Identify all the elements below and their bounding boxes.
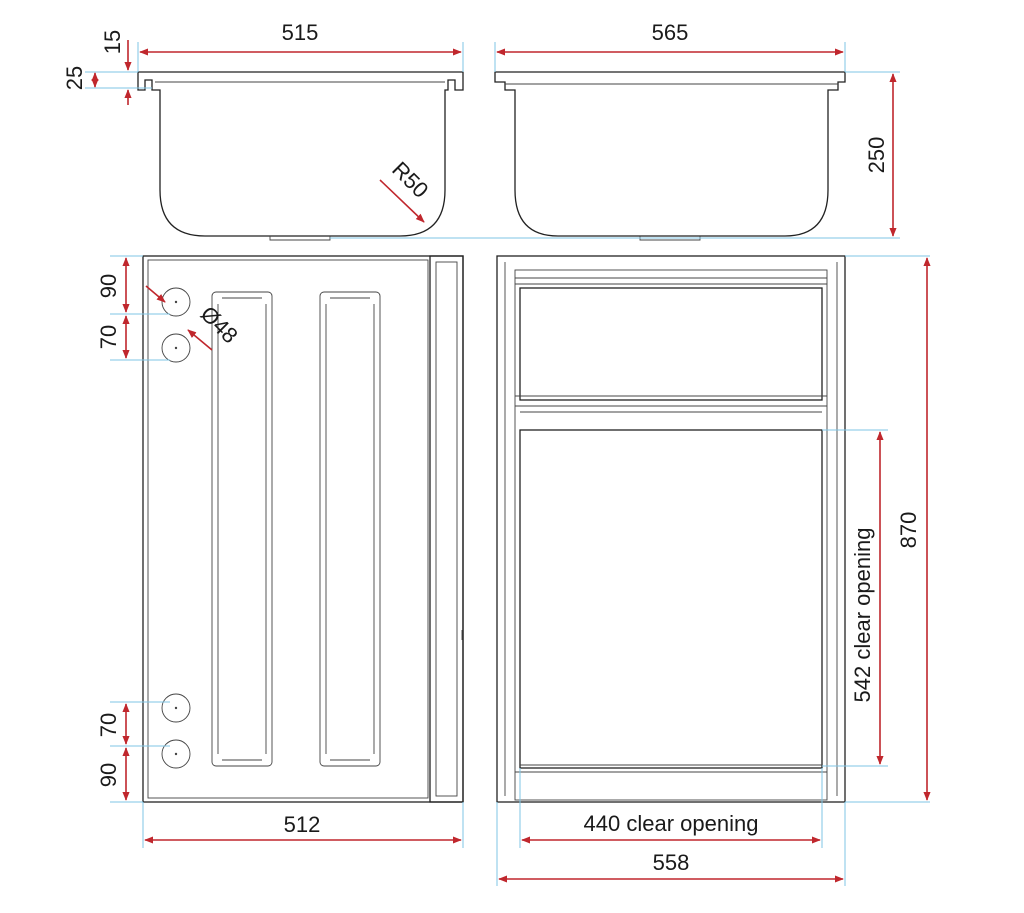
dim-flange-height: 25 (62, 66, 87, 90)
dim-top-width-front: 515 (282, 20, 319, 45)
dim-overall-length: 870 (896, 512, 921, 549)
dim-clear-opening-width: 440 clear opening (584, 811, 759, 836)
tap-hole (161, 693, 191, 723)
tap-hole (161, 333, 191, 363)
front-section-view (137, 71, 464, 241)
tap-hole (161, 287, 191, 317)
dim-top-width-side: 565 (652, 20, 689, 45)
dimension-arrows (91, 40, 931, 883)
dim-hole-offset-bottom: 90 (96, 763, 121, 787)
dim-plan-width-side: 558 (653, 850, 690, 875)
drainer-groove-left (211, 291, 273, 767)
dim-clear-opening-height: 542 clear opening (850, 528, 875, 703)
dim-depth: 250 (864, 137, 889, 174)
dim-hole-offset-top: 90 (96, 274, 121, 298)
side-section-view (494, 71, 846, 241)
dimension-labels: 515 565 15 25 250 R50 90 70 Ø48 70 90 51… (62, 20, 921, 875)
dim-plan-width-front: 512 (284, 812, 321, 837)
dim-hole-spacing-top: 70 (96, 325, 121, 349)
dim-hole-spacing-bottom: 70 (96, 713, 121, 737)
dim-hole-diameter: Ø48 (196, 301, 243, 348)
extension-lines (85, 42, 930, 886)
dim-flange-thickness: 15 (100, 30, 125, 54)
side-plan-view (496, 255, 846, 803)
front-plan-view (142, 255, 464, 803)
dim-corner-radius: R50 (387, 157, 433, 203)
tap-hole (161, 739, 191, 769)
drainer-groove-right (319, 291, 381, 767)
